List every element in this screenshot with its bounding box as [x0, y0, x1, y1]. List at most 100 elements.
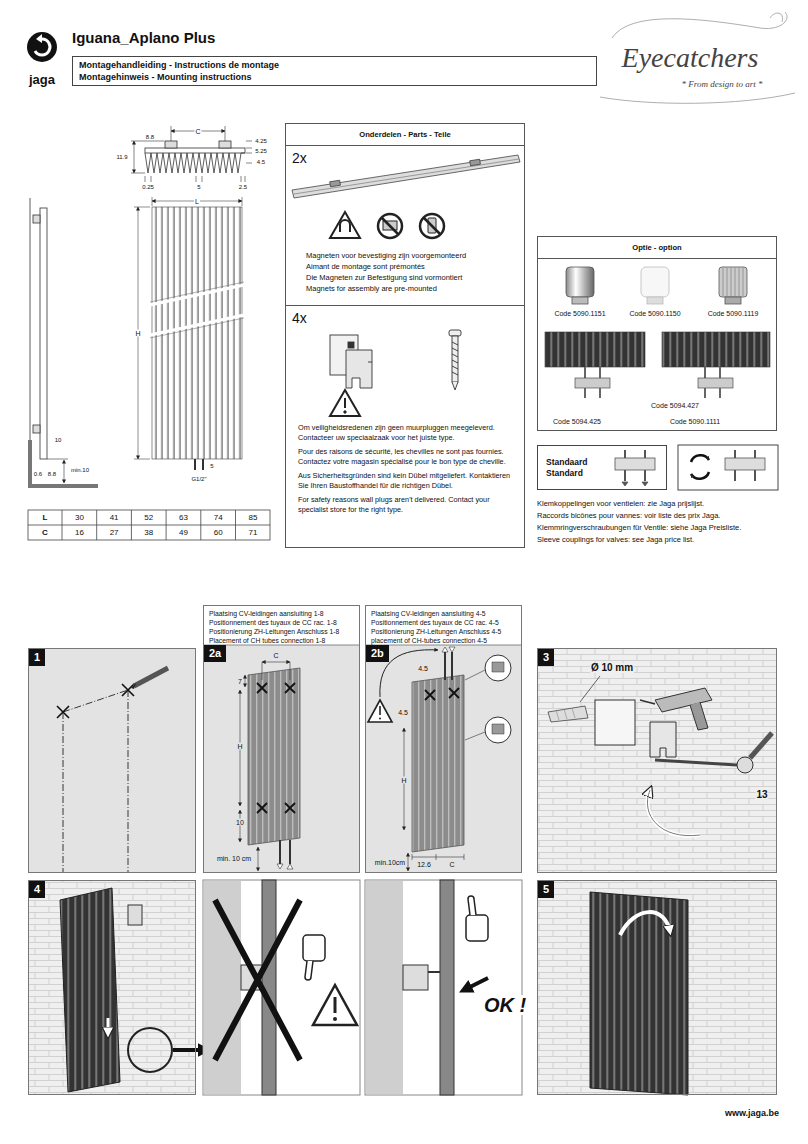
step-panel: 5	[537, 880, 777, 1095]
step-panel-4	[128, 905, 142, 925]
warning-icons	[420, 214, 444, 238]
parts-row: 2xMagneten voor bevestiging zijn voorgem…	[286, 146, 524, 306]
step-panel-2b	[408, 853, 409, 871]
screw-part	[449, 330, 461, 390]
step-panel-2b	[445, 652, 452, 680]
step-panel-3	[737, 757, 753, 773]
note: Raccords bicônes pour vannes: voir liste…	[537, 511, 720, 520]
dimension-label: 4.5	[417, 665, 429, 672]
dimension-label: Ø 10 mm	[590, 663, 634, 673]
detail-wrong	[215, 900, 300, 1060]
detail-wrong	[334, 997, 337, 1013]
step-panel-4	[28, 880, 206, 1095]
part-code: Code 5090.1119	[707, 310, 760, 317]
table-cell: 38	[143, 529, 154, 537]
node-text: Aimant de montage sont prémontés	[306, 261, 425, 272]
step-panel-2a	[203, 645, 360, 646]
magnet-rail	[330, 180, 341, 187]
valve-symbol	[691, 472, 709, 479]
step-number: 2b	[366, 645, 389, 662]
detail-wrong	[303, 935, 325, 961]
step-panel-2b	[492, 662, 504, 734]
step-panel-2a	[240, 662, 290, 871]
node-text: Magneten voor bevestiging zijn voorgemon…	[306, 250, 466, 261]
detail-correct	[365, 880, 522, 1095]
step-panel-2b	[365, 645, 522, 873]
step-panel-3	[647, 790, 700, 836]
dimension-label: 0.25	[141, 184, 155, 190]
part-code: Code 5090.1151	[553, 310, 606, 317]
parts-panel: Onderdelen - Parts - Teile2xMagneten voo…	[285, 123, 525, 548]
detail-correct	[466, 915, 488, 941]
step-panel-3	[647, 790, 700, 836]
parts-row: 4xOm veiligheidsredenen zijn geen muurpl…	[286, 306, 524, 547]
magnet-rail	[294, 159, 519, 194]
side-view	[30, 198, 98, 486]
node-text: placement of CH-tubes connection 4-5	[371, 636, 487, 645]
section-view	[145, 148, 245, 153]
document-title: Iguana_Aplano Plus	[72, 29, 215, 47]
table-cell: 27	[109, 529, 120, 537]
tagline: * From design to art *	[681, 80, 764, 89]
valve-symbol	[725, 458, 765, 470]
valve-symbol	[615, 458, 655, 470]
brand-swirl	[600, 12, 795, 103]
valve-heads	[572, 297, 588, 304]
detail-wrong	[203, 880, 360, 1095]
valve-heads	[725, 297, 741, 304]
section-view	[145, 153, 245, 173]
step-number: 3	[538, 649, 554, 666]
part-code: Code 5090.1150	[628, 310, 681, 317]
step-panel-4	[173, 1048, 206, 1052]
brand-logo	[36, 34, 42, 43]
front-view	[150, 282, 244, 338]
size-table	[28, 510, 270, 540]
step-panel-3	[655, 688, 712, 712]
note-paragraph: Aus Sicherheitsgründen sind kein Dübel m…	[298, 471, 512, 490]
valve-heads	[719, 267, 747, 297]
dimension-label: 4.5	[256, 159, 266, 165]
dimension-line	[131, 141, 164, 173]
dimension-line	[246, 141, 252, 163]
url: www.jaga.be	[724, 1109, 780, 1118]
table-cell: 41	[109, 514, 120, 522]
detail-wrong	[313, 985, 357, 1025]
table-cell: 63	[178, 514, 189, 522]
step-panel-1	[131, 683, 136, 689]
detail-wrong	[333, 1017, 337, 1021]
section-view	[219, 141, 231, 148]
bracket-part	[368, 362, 372, 363]
step-panel-3	[548, 706, 588, 722]
step-panel-2a	[203, 645, 360, 873]
valve-heads	[566, 267, 594, 297]
magnet-rail	[292, 155, 520, 198]
dimension-label: min. 10 cm	[216, 855, 252, 862]
warning-icons	[382, 218, 398, 234]
step-panel-2b	[379, 706, 381, 715]
warning-sign	[344, 411, 346, 413]
valve-heads	[641, 267, 669, 297]
size-table	[28, 510, 270, 540]
dimension-label: 10	[235, 819, 245, 826]
front-view	[134, 197, 244, 470]
brand-name: jaga	[28, 73, 56, 86]
step-panel: 3	[537, 648, 777, 873]
detail-wrong	[305, 961, 313, 980]
node-text: Magnets for assembly are pre-mounted	[306, 283, 437, 294]
step-panel-3	[655, 760, 737, 765]
side-view	[64, 460, 65, 483]
step-panel-2b	[425, 688, 459, 700]
radiator-bottom	[545, 332, 770, 398]
node-text: Positionierung ZH-Leitungen Anschluss 4-…	[371, 627, 501, 636]
magnet-rail	[470, 159, 481, 166]
step-panel-2b	[465, 670, 485, 740]
dimension-label: H	[134, 330, 141, 337]
step-number: 5	[538, 881, 554, 898]
step-panel-4	[60, 888, 120, 1092]
step-panel-2b	[368, 700, 392, 722]
node-text: Montagehinweis - Mounting instructions	[79, 72, 252, 83]
step-panel-3	[595, 700, 635, 745]
valve-symbol	[625, 450, 645, 458]
dimension-label: 4.5	[397, 709, 409, 716]
